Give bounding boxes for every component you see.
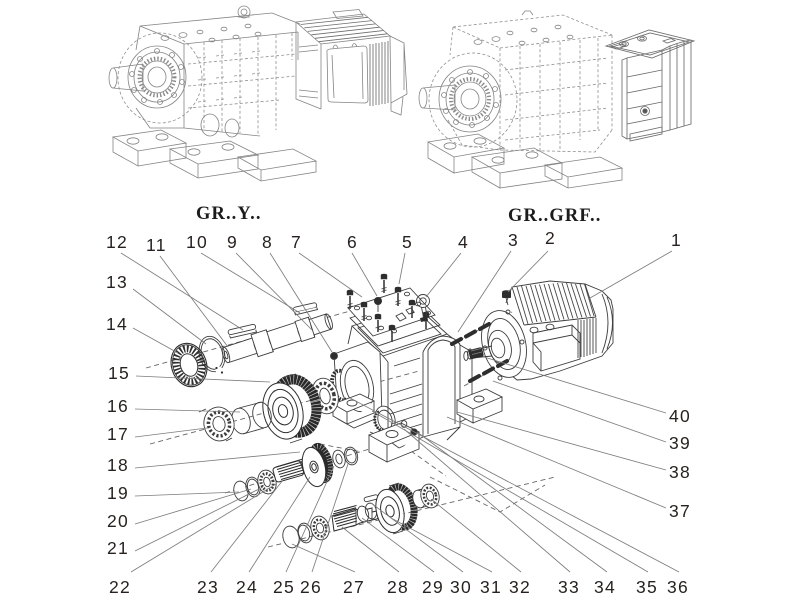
svg-text:GR..GRF..: GR..GRF.. — [508, 206, 602, 226]
svg-text:27: 27 — [343, 577, 365, 597]
svg-text:40: 40 — [669, 406, 691, 426]
svg-text:25: 25 — [273, 577, 295, 597]
svg-text:11: 11 — [146, 235, 167, 255]
svg-text:31: 31 — [480, 577, 502, 597]
svg-text:39: 39 — [669, 433, 691, 453]
svg-text:20: 20 — [107, 511, 129, 531]
svg-text:29: 29 — [422, 577, 444, 597]
svg-text:10: 10 — [186, 232, 208, 252]
svg-text:4: 4 — [458, 232, 469, 252]
svg-text:7: 7 — [291, 232, 302, 252]
svg-text:21: 21 — [107, 538, 129, 558]
svg-text:28: 28 — [387, 577, 409, 597]
svg-text:37: 37 — [669, 501, 691, 521]
svg-text:GR..Y..: GR..Y.. — [196, 204, 262, 224]
svg-text:8: 8 — [262, 232, 273, 252]
svg-text:19: 19 — [107, 483, 129, 503]
svg-text:17: 17 — [107, 424, 129, 444]
svg-text:3: 3 — [508, 230, 519, 250]
svg-text:1: 1 — [671, 230, 682, 250]
svg-text:22: 22 — [109, 577, 131, 597]
svg-text:35: 35 — [636, 577, 658, 597]
svg-text:9: 9 — [227, 232, 238, 252]
svg-text:16: 16 — [107, 396, 129, 416]
svg-text:26: 26 — [300, 577, 322, 597]
svg-text:36: 36 — [667, 577, 689, 597]
svg-text:23: 23 — [197, 577, 219, 597]
svg-text:32: 32 — [509, 577, 531, 597]
svg-text:24: 24 — [236, 577, 258, 597]
svg-text:38: 38 — [669, 462, 691, 482]
svg-text:30: 30 — [450, 577, 472, 597]
svg-text:12: 12 — [106, 232, 128, 252]
svg-text:14: 14 — [106, 314, 128, 334]
svg-text:6: 6 — [347, 232, 358, 252]
svg-text:34: 34 — [594, 577, 616, 597]
svg-text:13: 13 — [106, 272, 128, 292]
svg-text:15: 15 — [108, 363, 130, 383]
svg-text:18: 18 — [107, 455, 129, 475]
svg-text:2: 2 — [545, 228, 556, 248]
svg-text:33: 33 — [558, 577, 580, 597]
svg-text:5: 5 — [402, 232, 413, 252]
